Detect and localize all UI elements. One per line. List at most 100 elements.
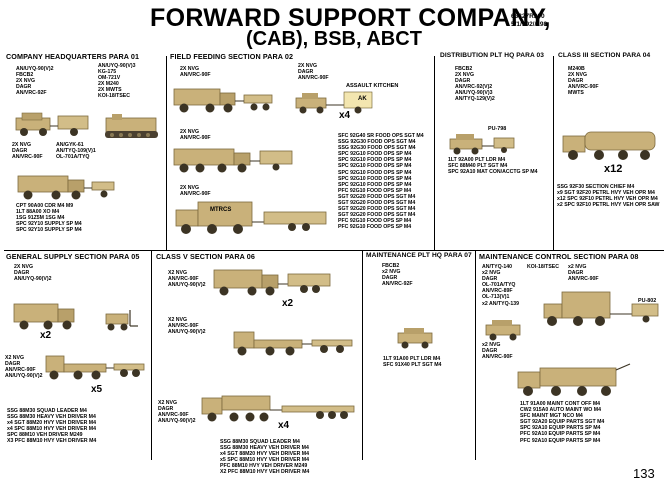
list-item: DAGR — [5, 361, 21, 368]
page-number: 133 — [633, 466, 655, 481]
hemtt-trailer-icon — [201, 395, 355, 422]
list-item: X2 NVG — [5, 355, 25, 361]
list-item: DAGR — [158, 406, 174, 413]
list-item: x2 NVG — [568, 264, 587, 270]
list-item: AN/VRC-92(V)2 — [455, 84, 493, 91]
list-item: SFC MAINT MGT NCO M4 — [520, 413, 583, 420]
section-header-distribution: DISTRIBUTION PLT HQ PARA 03 — [440, 52, 545, 59]
list-item: AN/UYQ-90(V)2 — [158, 418, 196, 425]
list-item: AN/VRC-92F — [16, 90, 47, 97]
list-item: AN/VRC-90F — [180, 191, 211, 198]
section-header-class-iii: CLASS III SECTION PARA 04 — [558, 52, 651, 59]
list-item: AN/VRC-90F — [5, 367, 36, 374]
list-item: AN/VRC-90F — [180, 72, 211, 79]
list-item: SPC 92G10 FOOD OPS SP M4 — [338, 157, 412, 164]
list-item: 2X NVG — [180, 66, 200, 72]
list-item: DAGR — [482, 348, 498, 355]
list-item: DAGR — [298, 69, 314, 76]
list-item: SGT 92G20 FOOD OPS SGT M4 — [338, 200, 416, 207]
list-item: AN/UYQ-90(V)2 — [168, 282, 206, 289]
list-item: x2 SPC 92F10 PETRL HVY VEH OPR SAW — [557, 202, 660, 209]
divider — [362, 250, 363, 460]
list-item: OL-701A/TYQ — [56, 154, 90, 161]
assault-kitchen-icon — [295, 91, 373, 114]
list-item: SSG 92G30 FOOD OPS SGT M4 — [338, 145, 416, 152]
list-item: 2X NVG — [12, 142, 32, 148]
forklift-icon — [105, 310, 138, 331]
list-item: 1LT 88A00 XO M4 — [16, 209, 60, 216]
section-header-general-supply: GENERAL SUPPLY SECTION PARA 05 — [6, 252, 140, 261]
list-item: 2X NVG — [14, 264, 34, 270]
hmmwv-trailer-icon — [15, 112, 89, 136]
multiplier-label: x4 — [339, 110, 351, 121]
divider — [4, 250, 664, 251]
list-item: X2 PFC 88M10 HVY VEH DRIVER M4 — [220, 469, 310, 476]
assault-kitchen-label: ASSAULT KITCHEN — [346, 83, 399, 89]
list-item: DAGR — [14, 270, 30, 277]
list-item: x2 NVG — [382, 269, 401, 276]
list-item: AN/UYQ-90(V)3 — [98, 63, 136, 69]
list-item: AN/VRC-89F — [482, 288, 513, 295]
list-item: DAGR — [16, 84, 32, 91]
truck-trailer-icon — [213, 269, 331, 296]
list-item: 1LT 92A00 PLT LDR M4 — [448, 157, 506, 163]
list-item: AN/TYQ-129(V)2 — [455, 96, 495, 103]
mtrcs-label: MTRCS — [210, 207, 232, 213]
list-item: PFC 92A10 EQUIP PARTS SP M4 — [520, 431, 601, 438]
list-item: X2 NVG — [168, 317, 188, 323]
page-title: FORWARD SUPPORT COMPANY, — [150, 4, 551, 32]
pu-798-label: PU-798 — [488, 126, 507, 132]
list-item: AN/VRC-90F — [298, 75, 329, 82]
list-item: AN/VRC-90F — [568, 276, 599, 283]
list-item: PFC 92G10 FOOD OPS SP M4 — [338, 218, 412, 225]
list-item: AN/TYQ-109(V)1 — [56, 148, 96, 155]
list-item: SPC 92G10 FOOD OPS SP M4 — [338, 175, 412, 182]
hmmwv-generator-icon — [449, 134, 515, 155]
list-item: X2 NVG — [158, 400, 178, 406]
list-item: SSG 92G30 FOOD OPS SGT M4 — [338, 139, 416, 146]
section-header-company-hq: COMPANY HEADQUARTERS PARA 01 — [6, 52, 140, 61]
multiplier-label: x2 — [40, 330, 52, 341]
multiplier-label: x4 — [278, 420, 290, 431]
mtrcs-icon — [175, 201, 327, 234]
list-item: SPC 92G10 FOOD OPS SP M4 — [338, 163, 412, 170]
list-item: AN/TYQ-140 — [482, 264, 512, 270]
list-item: OL-701A/TYQ — [482, 282, 516, 289]
list-item: DAGR — [482, 276, 498, 283]
list-item: x4 SGT 88M20 HVY VEH DRIVER M4 — [7, 420, 96, 427]
list-item: SGT 92G20 FOOD OPS SGT M4 — [338, 193, 416, 200]
fuel-truck-icon — [562, 131, 656, 160]
list-item: PFC 92G10 FOOD OPS SP M4 — [338, 187, 412, 194]
list-item: AN/VRC-90F — [168, 276, 199, 283]
list-item: AN/GYK-61 — [56, 142, 84, 148]
list-item: x4 SGT 88M20 HVY VEH DRIVER M4 — [220, 451, 309, 458]
list-item: FBCB2 — [382, 263, 400, 269]
list-item: x5 SPC 88M10 HVY VEH DRIVER M4 — [220, 457, 309, 464]
list-item: SPC 92A10 EQUIP PARTS SP M4 — [520, 425, 601, 432]
list-item: KG-175 — [98, 69, 117, 76]
wrecker-truck-icon — [517, 363, 631, 396]
list-item: PFC 92G10 FOOD OPS SP M4 — [338, 224, 412, 231]
divider — [475, 250, 476, 460]
section-header-maint-control: MAINTENANCE CONTROL SECTION PARA 08 — [479, 252, 639, 261]
list-item: SGT 92G20 FOOD OPS SGT M4 — [338, 206, 416, 213]
list-item: SPC 92G10 FOOD OPS SP M4 — [338, 181, 412, 188]
